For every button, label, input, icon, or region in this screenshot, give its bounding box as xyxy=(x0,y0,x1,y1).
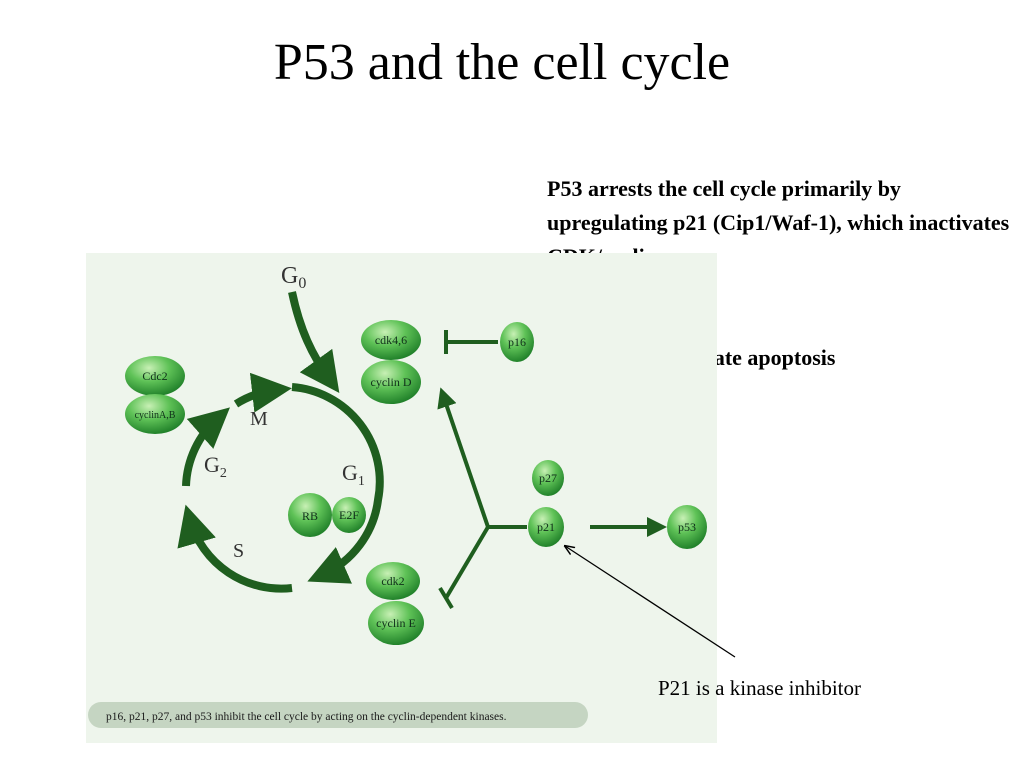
protein-cdk2: cdk2 xyxy=(366,562,420,600)
svg-text:Cdc2: Cdc2 xyxy=(142,369,167,383)
protein-cdc2: Cdc2 xyxy=(125,356,185,396)
g0-label: G0 xyxy=(281,263,306,292)
g2-arc xyxy=(182,407,230,487)
svg-text:p21: p21 xyxy=(537,520,555,534)
svg-text:p27: p27 xyxy=(539,471,557,485)
callout-arrow xyxy=(565,546,736,658)
protein-p27: p27 xyxy=(532,460,564,496)
g1-arc xyxy=(291,383,384,584)
protein-rb: RB xyxy=(288,493,332,537)
svg-text:cyclin E: cyclin E xyxy=(376,616,416,630)
m-label: M xyxy=(250,408,268,430)
svg-text:RB: RB xyxy=(302,509,318,523)
protein-p16: p16 xyxy=(500,322,534,362)
svg-text:p53: p53 xyxy=(678,520,696,534)
svg-text:cdk4,6: cdk4,6 xyxy=(375,333,407,347)
svg-text:E2F: E2F xyxy=(339,508,359,522)
branch-to-cyclin-e xyxy=(444,525,490,600)
figure-caption-bar xyxy=(88,702,588,728)
svg-text:cyclin D: cyclin D xyxy=(371,375,412,389)
svg-text:cdk2: cdk2 xyxy=(381,574,404,588)
point-p21-regulation: P53 arrests the cell cycle primarily by … xyxy=(547,176,1010,269)
protein-cyclin-e: cyclin E xyxy=(368,601,424,645)
protein-e2f: E2F xyxy=(332,497,366,533)
g0-entry-arrow xyxy=(288,291,340,393)
figure-caption: p16, p21, p27, and p53 inhibit the cell … xyxy=(106,711,507,723)
protein-cyclin-ab: cyclinA,B xyxy=(125,394,185,434)
protein-p53: p53 xyxy=(667,505,707,549)
protein-p21: p21 xyxy=(528,507,564,547)
slide-title: P53 and the cell cycle xyxy=(273,34,731,91)
g2-label: G2 xyxy=(204,452,227,481)
g1-label: G1 xyxy=(342,460,365,489)
s-arc xyxy=(177,504,293,593)
protein-cdk46: cdk4,6 xyxy=(361,320,421,360)
protein-cyclin-d: cyclin D xyxy=(361,360,421,404)
svg-text:cyclinA,B: cyclinA,B xyxy=(135,410,176,421)
branch-to-cyclin-d xyxy=(437,387,490,528)
cyclin-e-inhibit-bar xyxy=(438,586,454,610)
m-arc xyxy=(233,372,292,413)
callout-p21-kinase-inhibitor: P21 is a kinase inhibitor xyxy=(658,676,861,700)
svg-text:p16: p16 xyxy=(508,335,526,349)
s-label: S xyxy=(233,540,244,562)
